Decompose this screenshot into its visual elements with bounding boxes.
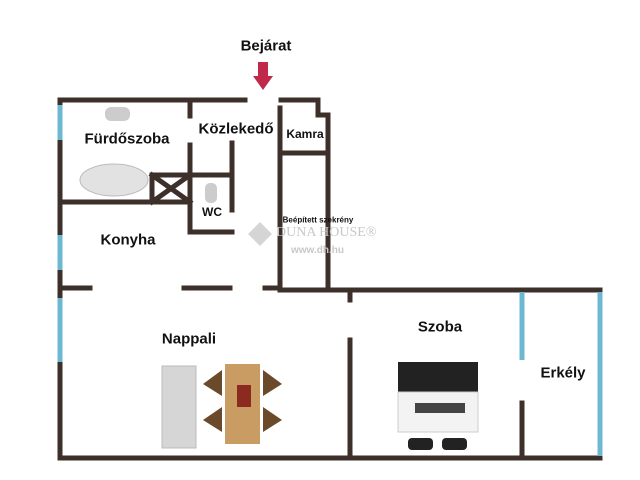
watermark-brand: DUNA HOUSE® <box>276 225 377 240</box>
room-wc-label: WC <box>202 205 222 219</box>
room-bedroom-label: Szoba <box>417 318 463 336</box>
book-icon <box>237 385 251 407</box>
room-balcony-label: Erkély <box>540 364 586 382</box>
walls <box>57 97 603 461</box>
sink-icon <box>105 107 130 121</box>
room-hallway-label: Közlekedő <box>198 120 274 138</box>
windows <box>57 105 603 456</box>
room-pantry-label: Kamra <box>286 127 324 141</box>
furniture <box>79 107 479 450</box>
toilet-icon <box>205 183 217 203</box>
watermark-url: www.dh.hu <box>291 245 344 256</box>
duna-house-logo-icon <box>248 222 272 246</box>
entrance-arrow-icon <box>253 62 273 90</box>
entrance-label: Bejárat <box>240 37 292 55</box>
room-living-room-label: Nappali <box>161 330 217 348</box>
pillow-icon <box>442 438 467 450</box>
wardrobe-label: Beépített szekrény <box>282 215 354 225</box>
chairs-icon <box>203 370 282 432</box>
bed-tray-icon <box>415 403 465 413</box>
sofa-icon <box>161 365 197 449</box>
room-kitchen-label: Konyha <box>100 231 156 249</box>
room-bathroom-label: Fürdőszoba <box>84 130 170 148</box>
pillow-icon <box>408 438 433 450</box>
bathtub-icon <box>79 163 149 197</box>
